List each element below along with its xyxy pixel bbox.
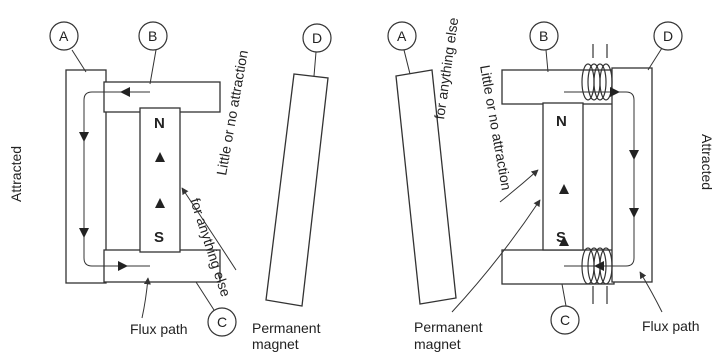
left-circle-b-label: B [148, 28, 157, 44]
right-top-bar-b [501, 69, 615, 105]
left-leader-b [149, 49, 157, 85]
left-circle-d-label: D [312, 30, 322, 46]
right-attracted-label: Attracted [699, 134, 715, 190]
left-permanent-magnet [139, 107, 181, 253]
left-flux-path-loop [83, 91, 150, 267]
left-for-anything-label: for anything else [187, 196, 234, 299]
left-flux-arrow-bottom [118, 261, 128, 271]
right-assembly [501, 67, 653, 285]
right-circle-b-label: B [539, 28, 548, 44]
left-south-label: S [154, 229, 164, 246]
left-flux-path-pointer [141, 277, 151, 319]
right-leader-d [647, 47, 663, 71]
right-keeper-d [611, 67, 653, 283]
right-north-label: N [556, 113, 567, 130]
right-flux-arrow-magnet-upper [559, 184, 569, 194]
left-attracted-label: Attracted [8, 146, 24, 202]
right-flux-arrow-magnet-lower [559, 236, 569, 246]
left-flux-arrow-top [120, 87, 130, 97]
right-attraction-pointer [499, 169, 539, 203]
right-circle-a-label: A [397, 28, 407, 44]
right-for-anything-label: for anything else [431, 16, 461, 120]
right-circle-d [653, 21, 683, 51]
right-circle-d-label: D [663, 28, 673, 44]
right-flux-arrow-bottom [594, 261, 604, 271]
left-attraction-pointer [181, 187, 237, 271]
right-south-label: S [556, 229, 566, 246]
right-flux-arrow-right-lower [629, 208, 639, 218]
left-assembly [65, 69, 221, 284]
left-circle-a-label: A [59, 28, 69, 44]
right-circle-c-label: C [560, 312, 570, 328]
left-circle-d [302, 23, 332, 53]
left-flux-arrow-magnet-upper [155, 152, 165, 162]
right-permanent-label: Permanent [414, 319, 483, 335]
left-leader-a [71, 49, 87, 73]
right-magnet-pointer [451, 199, 541, 313]
right-flux-path-loop [564, 91, 635, 267]
left-north-label: N [154, 115, 165, 132]
right-loose-keeper-a [395, 69, 457, 305]
left-circle-c [207, 307, 237, 337]
left-leader-c [195, 281, 215, 311]
left-flux-arrow-left-lower [79, 228, 89, 238]
right-circle-b [529, 21, 559, 51]
right-magnet-label: magnet [414, 336, 461, 352]
left-flux-arrow-magnet-lower [155, 198, 165, 208]
left-leader-d [313, 51, 317, 77]
left-permanent-label: Permanent [252, 320, 321, 336]
left-magnet-label: magnet [252, 336, 299, 352]
left-circle-a [49, 21, 79, 51]
left-loose-keeper-d [265, 73, 329, 307]
right-permanent-magnet [542, 102, 584, 251]
left-keeper-a [65, 69, 107, 284]
right-circle-c [550, 305, 580, 335]
left-flux-arrow-left-upper [79, 132, 89, 142]
right-flux-path-pointer [639, 271, 663, 313]
left-top-bar-b [103, 81, 221, 113]
right-leader-c [561, 283, 567, 307]
right-leader-a [403, 49, 411, 75]
left-little-attraction-label: Little or no attraction [213, 49, 251, 177]
right-top-coil [581, 44, 613, 101]
left-circle-b [138, 21, 168, 51]
right-flux-arrow-top [610, 87, 620, 97]
right-circle-a [387, 21, 417, 51]
right-leader-b [545, 49, 549, 73]
right-flux-arrow-right-upper [629, 150, 639, 160]
right-flux-path-label: Flux path [642, 318, 700, 334]
left-flux-path-label: Flux path [130, 321, 188, 337]
left-circle-c-label: C [217, 314, 227, 330]
